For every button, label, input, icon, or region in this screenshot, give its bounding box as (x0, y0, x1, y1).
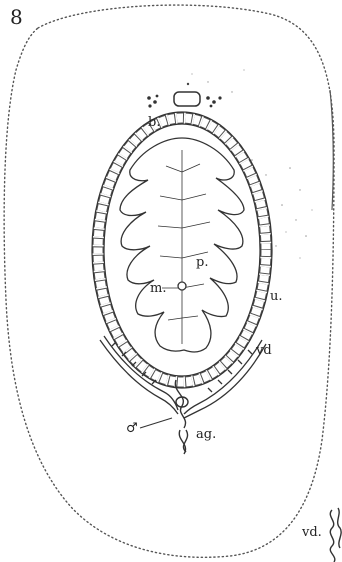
label-pharynx: p. (196, 255, 208, 270)
label-brain: b. (148, 115, 160, 130)
brain (147, 83, 221, 108)
label-vas-deferens: vd (255, 343, 272, 358)
inset-vas-deferens (330, 508, 341, 562)
male-symbol: ♂ (126, 421, 138, 436)
body-outline (4, 5, 334, 557)
figure-number: 8 (10, 5, 23, 29)
label-mouth: m. (150, 281, 166, 296)
label-genital-atrium: ag. (196, 427, 216, 442)
pharynx (120, 138, 244, 352)
label-vas-deferens-inset: vd. (301, 525, 322, 540)
mouth-ring (178, 282, 186, 290)
male-pore-pointer (140, 418, 172, 428)
label-uterus: u. (270, 289, 283, 304)
